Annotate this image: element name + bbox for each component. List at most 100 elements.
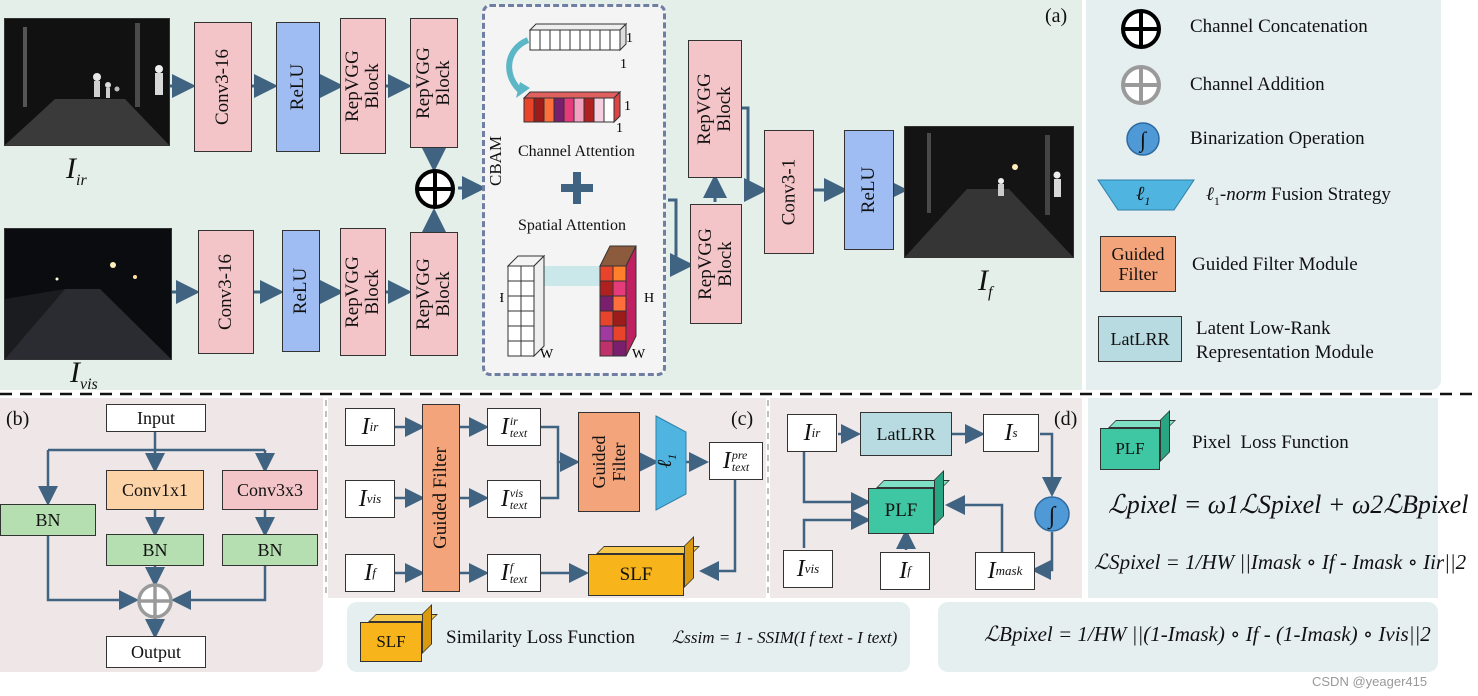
legend-concat-text: Channel Concatenation bbox=[1190, 16, 1368, 37]
c-input-ir-main: I bbox=[361, 413, 370, 440]
c-text-pre-main: I bbox=[722, 447, 731, 474]
d-i-mask-main: I bbox=[987, 557, 996, 584]
visible-scene-graphic bbox=[5, 229, 171, 359]
watermark: CSDN @yeager415 bbox=[1312, 674, 1428, 689]
infrared-scene-graphic bbox=[5, 19, 169, 145]
d-binarization-symbol: ∫ bbox=[1047, 503, 1057, 530]
legend-l1-icon-label: ℓ1 bbox=[1136, 183, 1150, 209]
ca-dim-1: 1 bbox=[626, 31, 633, 46]
sa-h-left: H bbox=[500, 291, 504, 306]
spatial-attention-graphic: H W H W bbox=[500, 245, 654, 362]
rep-output-box: Output bbox=[106, 636, 206, 668]
legend-guided-filter-box-label: Guided Filter bbox=[1111, 244, 1165, 284]
label-i-f: If bbox=[978, 264, 992, 302]
visible-input-image bbox=[4, 228, 172, 360]
d-input-f-main: I bbox=[899, 557, 908, 584]
conv3-16-top: Conv3-16 bbox=[194, 22, 252, 152]
rep-input-box: Input bbox=[106, 404, 206, 432]
d-input-vis-sub: vis bbox=[804, 561, 820, 576]
repvgg-block-bottom-1: RepVGG Block bbox=[340, 228, 386, 356]
channel-attention-label: Channel Attention bbox=[518, 143, 635, 160]
sa-w-right: W bbox=[632, 347, 646, 362]
c-l1-fusion-label: ℓ1 bbox=[654, 454, 680, 468]
legend-slf-box-label: SLF bbox=[376, 632, 406, 651]
repvgg-bottom-2-label: RepVGG Block bbox=[413, 258, 454, 330]
c-text-vis-sub: text bbox=[509, 498, 528, 512]
repvgg-post-bottom-label: RepVGG Block bbox=[695, 228, 736, 300]
legend-binarization-text: Binarization Operation bbox=[1190, 128, 1365, 149]
d-binarization-icon: ∫ bbox=[1034, 496, 1070, 532]
c-text-vis-sup: vis bbox=[509, 486, 524, 500]
c-slf-label: SLF bbox=[619, 564, 653, 585]
c-slf-cube-front: SLF bbox=[588, 554, 684, 596]
fused-output-image bbox=[904, 126, 1074, 258]
legend-addition-icon bbox=[1121, 65, 1161, 105]
c-input-vis-main: I bbox=[358, 485, 367, 512]
c-guided-filter-small: Guided Filter bbox=[578, 412, 640, 512]
repvgg-block-top-1: RepVGG Block bbox=[340, 18, 386, 154]
relu-top-label: ReLU bbox=[287, 63, 308, 111]
channel-attention-graphic: 1 1 1 1 bbox=[506, 22, 633, 136]
c-text-ir-sup: ir bbox=[509, 414, 518, 428]
legend-binarization-icon: ∫ bbox=[1126, 122, 1160, 156]
ca-dim-2: 1 bbox=[620, 57, 627, 72]
legend-plf-cube-side bbox=[1160, 410, 1170, 462]
legend-l1-text-symbol: ℓ bbox=[1206, 184, 1214, 205]
relu-post: ReLU bbox=[844, 130, 894, 250]
panel-a-tag: (a) bbox=[1045, 5, 1068, 27]
label-i-ir: Iir bbox=[66, 152, 87, 190]
bpixel-legend-background bbox=[938, 602, 1438, 672]
ssim-legend-background bbox=[347, 602, 910, 672]
legend-l1-text-sub: 1 bbox=[1213, 193, 1220, 208]
equation-pixel-loss: ℒpixel = ω1ℒSpixel + ω2ℒBpixel bbox=[1108, 490, 1469, 519]
equation-b-pixel-loss: ℒBpixel = 1/HW ||(1-Imask) ∘ If - (1-Ima… bbox=[984, 622, 1431, 646]
c-input-ir-sub: ir bbox=[369, 419, 379, 434]
label-i-f-sub: f bbox=[988, 284, 993, 301]
c-l1-fusion-symbol: ℓ bbox=[654, 459, 677, 469]
cbam-label: CBAM bbox=[486, 135, 505, 186]
panel-b-tag: (b) bbox=[6, 408, 30, 430]
c-input-vis-sub: vis bbox=[366, 491, 382, 506]
legend-slf-cube-side bbox=[422, 604, 432, 654]
legend-plf-text: Pixel Loss Function bbox=[1192, 432, 1349, 453]
d-latlrr-box: LatLRR bbox=[860, 412, 952, 456]
d-plf-cube-front: PLF bbox=[868, 488, 934, 534]
repvgg-block-top-2: RepVGG Block bbox=[410, 18, 458, 148]
legend-slf-cube: SLF bbox=[360, 604, 438, 662]
channel-concatenation-icon bbox=[415, 169, 455, 209]
repvgg-bottom-1-label: RepVGG Block bbox=[342, 256, 383, 328]
legend-l1-icon-sub: 1 bbox=[1144, 194, 1151, 208]
d-plf-cube-side bbox=[934, 470, 944, 526]
sa-h-right: H bbox=[644, 291, 654, 306]
d-input-ir-main: I bbox=[803, 419, 812, 446]
label-i-f-main: I bbox=[978, 264, 988, 297]
relu-bottom-label: ReLU bbox=[290, 267, 311, 315]
legend-guided-filter-text: Guided Filter Module bbox=[1192, 254, 1358, 275]
c-slf-cube-side bbox=[684, 536, 694, 588]
d-input-vis-main: I bbox=[796, 555, 805, 582]
c-input-f-main: I bbox=[364, 559, 373, 586]
c-slf-cube: SLF bbox=[588, 536, 700, 596]
c-guided-filter-large-label: Guided Filter bbox=[430, 447, 452, 549]
legend-latlrr-text-1: Latent Low-Rank bbox=[1196, 318, 1331, 339]
c-text-f-sup: f bbox=[509, 560, 514, 574]
repvgg-block-bottom-2: RepVGG Block bbox=[410, 232, 458, 356]
c-guided-filter-small-label: Guided Filter bbox=[589, 435, 629, 489]
d-i-s-sub: s bbox=[1012, 425, 1018, 440]
legend-plf-cube: PLF bbox=[1100, 410, 1176, 470]
legend-slf-text: Similarity Loss Function bbox=[446, 627, 635, 648]
label-i-vis-sub: vis bbox=[80, 376, 98, 393]
repvgg-post-top-label: RepVGG Block bbox=[694, 73, 735, 145]
c-l1-fusion-icon bbox=[655, 415, 687, 511]
d-plf-label: PLF bbox=[884, 500, 918, 521]
conv3-1-label: Conv3-1 bbox=[778, 158, 799, 226]
conv3-16-bottom-label: Conv3-16 bbox=[215, 254, 236, 330]
relu-top: ReLU bbox=[276, 22, 320, 152]
legend-l1-text-norm: -norm bbox=[1219, 184, 1267, 205]
spatial-attention-label: Spatial Attention bbox=[518, 217, 626, 234]
